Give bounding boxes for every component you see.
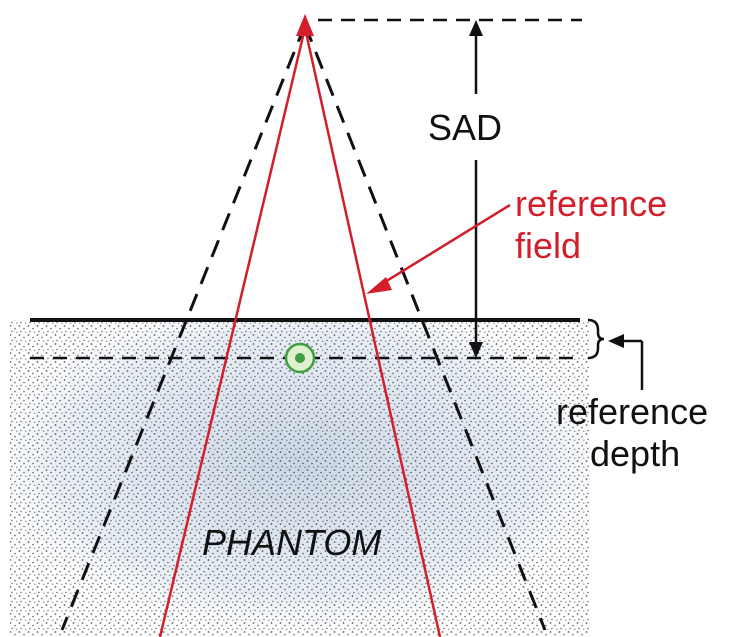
sad-label: SAD: [428, 107, 502, 148]
outer-beam-edge-left: [60, 24, 307, 631]
reference-field-edge-right: [303, 27, 442, 637]
reference-field-edge-left: [158, 27, 307, 637]
reference-depth-label-line2: depth: [590, 433, 680, 474]
reference-field-label-line1: reference: [515, 183, 667, 224]
reference-depth-bracket: [587, 318, 605, 360]
reference-depth-pointer-arrow: [608, 334, 644, 390]
reference-field-pointer-arrow: [366, 203, 511, 294]
reference-field-label-line2: field: [515, 225, 581, 266]
outer-beam-edge-right: [303, 24, 547, 631]
phantom-label: PHANTOM: [202, 522, 381, 563]
measurement-point-icon: [284, 342, 316, 374]
reference-depth-label-line1: reference: [556, 391, 708, 432]
sad-dimension-arrow: [469, 20, 483, 358]
triangle-source-icon: [296, 14, 314, 36]
